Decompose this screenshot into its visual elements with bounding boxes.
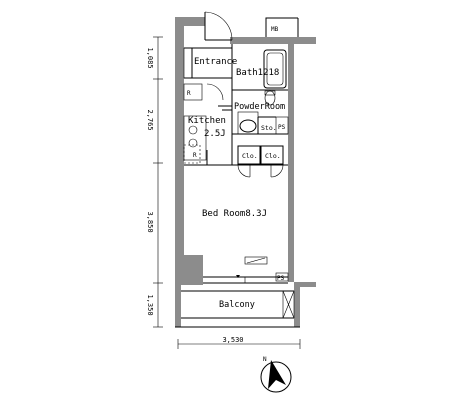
top-wall-right xyxy=(230,37,290,44)
balcony xyxy=(175,290,300,328)
dim-3850: 3,850 xyxy=(146,211,154,232)
bath-label: Bath1218 xyxy=(236,68,279,78)
bedroom-window xyxy=(203,256,288,284)
right-wall xyxy=(288,44,294,282)
compass-ring xyxy=(260,361,292,393)
entrance-label: Entrance xyxy=(194,57,237,67)
kitchen-label: Kitchen xyxy=(188,116,226,126)
dimension-lines xyxy=(153,36,301,349)
kitchen-size-label: 2.5J xyxy=(204,129,226,139)
room-labels: Entrance Bath1218 PowderRoom Kitchen 2.5… xyxy=(188,57,285,310)
r-marker-upper: R xyxy=(187,90,191,97)
top-wall-outer xyxy=(290,37,316,44)
balcony-left-wall xyxy=(175,285,181,327)
dim-3530: 3,530 xyxy=(222,336,243,344)
dimension-labels: 1,085 2,765 3,850 1,350 3,530 xyxy=(146,47,244,344)
corridor-outline xyxy=(265,17,299,37)
mb-marker: MB xyxy=(271,26,279,33)
dim-2765: 2,765 xyxy=(146,109,154,130)
dim-1350: 1,350 xyxy=(146,294,154,315)
left-wall xyxy=(175,17,184,285)
bedroom-label: Bed Room8.3J xyxy=(202,209,267,219)
bathtub xyxy=(263,49,287,89)
closet-1-label: Clo. xyxy=(242,152,258,160)
ps-marker-upper: PS xyxy=(278,124,286,131)
sliding-doors xyxy=(206,83,284,178)
washbasin xyxy=(237,111,259,135)
partitions xyxy=(183,44,289,166)
markers: MB PS PS R R xyxy=(187,26,289,282)
r-marker-lower: R xyxy=(193,152,197,159)
walls xyxy=(175,17,316,327)
compass: N xyxy=(260,356,292,393)
top-wall-left xyxy=(175,17,205,26)
powder-room-label: PowderRoom xyxy=(234,102,285,112)
toilet xyxy=(264,90,276,106)
lower-right-wall xyxy=(294,282,316,287)
entrance-door xyxy=(204,11,233,41)
compass-north-label: N xyxy=(263,356,267,363)
balcony-right-wall xyxy=(294,287,300,327)
closet-2-label: Clo. xyxy=(265,152,281,160)
dim-1085: 1,085 xyxy=(146,47,154,68)
lower-left-wall xyxy=(175,255,203,285)
ps-marker-lower: PS xyxy=(277,275,285,282)
balcony-label: Balcony xyxy=(219,300,255,310)
storage-label: Sto. xyxy=(261,124,277,132)
north-arrow-icon xyxy=(268,360,286,389)
